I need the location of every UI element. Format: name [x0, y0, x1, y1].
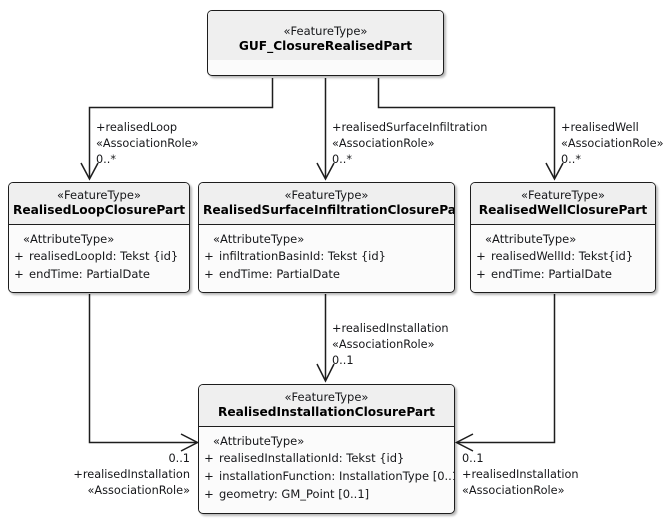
association-role-name: +realisedWell — [561, 121, 639, 134]
attribute-text: endTime: PartialDate — [219, 266, 340, 281]
association-label-realised-installation-left: 0..1 +realisedInstallation «AssociationR… — [0, 451, 190, 499]
association-label-realised-surface-infiltration: +realisedSurfaceInfiltration «Associatio… — [332, 120, 487, 168]
attribute-text: realisedInstallationId: Tekst {id} — [219, 451, 405, 466]
attribute-stereotype: «AttributeType» — [213, 231, 305, 246]
attribute-compartment: «AttributeType» + realisedWellId: Tekst{… — [471, 224, 655, 291]
class-realised-installation-closure-part[interactable]: «FeatureType» RealisedInstallationClosur… — [198, 384, 455, 514]
attribute-row: + installationFunction: InstallationType… — [199, 468, 454, 486]
association-role-name: +realisedInstallation — [73, 468, 190, 482]
attribute-row: + infiltrationBasinId: Tekst {id} — [199, 248, 454, 266]
class-title: RealisedWellClosurePart — [478, 203, 648, 218]
association-label-realised-installation-right: 0..1 +realisedInstallation «AssociationR… — [462, 451, 579, 499]
association-multiplicity: 0..1 — [168, 452, 190, 465]
attribute-text: realisedLoopId: Tekst {id} — [29, 249, 179, 264]
attribute-compartment: «AttributeType» + infiltrationBasinId: T… — [199, 224, 454, 291]
class-stereotype: «FeatureType» — [283, 24, 368, 38]
attribute-stereotype: «AttributeType» — [485, 231, 577, 246]
class-header: «FeatureType» RealisedSurfaceInfiltratio… — [199, 183, 454, 225]
association-multiplicity: 0..* — [96, 153, 117, 167]
association-stereotype: «AssociationRole» — [332, 338, 435, 352]
association-role-name: +realisedInstallation — [332, 322, 449, 335]
attribute-row: + endTime: PartialDate — [9, 266, 189, 284]
visibility-marker: + — [204, 451, 214, 466]
association-multiplicity: 0..1 — [462, 452, 484, 465]
attribute-row: + geometry: GM_Point [0..1] — [199, 486, 454, 504]
association-label-realised-loop: +realisedLoop «AssociationRole» 0..* — [96, 120, 199, 168]
visibility-marker: + — [14, 266, 24, 281]
attribute-stereotype: «AttributeType» — [213, 433, 305, 448]
class-stereotype: «FeatureType» — [284, 188, 369, 202]
class-stereotype: «FeatureType» — [57, 188, 141, 202]
attribute-compartment: «AttributeType» + realisedLoopId: Tekst … — [9, 224, 189, 291]
attribute-text: endTime: PartialDate — [29, 266, 150, 281]
attribute-text: realisedWellId: Tekst{id} — [491, 249, 634, 264]
class-stereotype: «FeatureType» — [521, 188, 605, 202]
class-stereotype: «FeatureType» — [284, 390, 369, 404]
association-label-realised-well: +realisedWell «AssociationRole» 0..* — [561, 120, 664, 168]
attribute-text: geometry: GM_Point [0..1] — [219, 486, 370, 501]
class-header: «FeatureType» RealisedInstallationClosur… — [199, 385, 454, 427]
association-stereotype: «AssociationRole» — [561, 137, 664, 151]
visibility-marker: + — [204, 468, 214, 483]
association-stereotype: «AssociationRole» — [96, 137, 199, 151]
attribute-row: + endTime: PartialDate — [471, 266, 655, 284]
class-realised-well-closure-part[interactable]: «FeatureType» RealisedWellClosurePart «A… — [470, 182, 656, 293]
association-role-name: +realisedInstallation — [462, 468, 579, 482]
class-realised-surface-infiltration-closure-part[interactable]: «FeatureType» RealisedSurfaceInfiltratio… — [198, 182, 455, 293]
class-guf-closure-realised-part[interactable]: «FeatureType» GUF_ClosureRealisedPart — [207, 10, 444, 76]
association-stereotype: «AssociationRole» — [332, 137, 435, 151]
association-label-realised-installation-center: +realisedInstallation «AssociationRole» … — [332, 321, 449, 369]
class-title: RealisedLoopClosurePart — [13, 203, 186, 218]
attribute-text: installationFunction: InstallationType [… — [219, 468, 455, 483]
attribute-stereotype: «AttributeType» — [23, 231, 115, 246]
attribute-text: infiltrationBasinId: Tekst {id} — [219, 249, 386, 264]
association-multiplicity: 0..* — [561, 153, 582, 167]
class-title: RealisedSurfaceInfiltrationClosurePart — [203, 203, 455, 218]
visibility-marker: + — [204, 249, 214, 264]
visibility-marker: + — [476, 266, 486, 281]
visibility-marker: + — [204, 266, 214, 281]
visibility-marker: + — [14, 249, 24, 264]
visibility-marker: + — [204, 486, 214, 501]
class-title: GUF_ClosureRealisedPart — [238, 39, 413, 54]
class-header: «FeatureType» RealisedWellClosurePart — [471, 183, 655, 225]
attribute-compartment: «AttributeType» + realisedInstallationId… — [199, 426, 454, 511]
association-multiplicity: 0..1 — [332, 354, 354, 368]
class-header: «FeatureType» RealisedLoopClosurePart — [9, 183, 189, 225]
class-realised-loop-closure-part[interactable]: «FeatureType» RealisedLoopClosurePart «A… — [8, 182, 190, 293]
association-stereotype: «AssociationRole» — [87, 484, 191, 498]
association-multiplicity: 0..* — [332, 153, 353, 167]
class-title: RealisedInstallationClosurePart — [218, 405, 435, 420]
attribute-row: + realisedWellId: Tekst{id} — [471, 248, 655, 266]
class-header: «FeatureType» GUF_ClosureRealisedPart — [208, 11, 443, 60]
attribute-row: + endTime: PartialDate — [199, 266, 454, 284]
attribute-row: + realisedLoopId: Tekst {id} — [9, 248, 189, 266]
visibility-marker: + — [476, 249, 486, 264]
connector-realised-installation-left — [88, 294, 200, 452]
association-role-name: +realisedSurfaceInfiltration — [332, 121, 488, 134]
attribute-text: endTime: PartialDate — [491, 266, 612, 281]
association-stereotype: «AssociationRole» — [462, 484, 565, 498]
connector-realised-installation-right — [454, 294, 556, 452]
association-role-name: +realisedLoop — [96, 121, 178, 134]
attribute-row: + realisedInstallationId: Tekst {id} — [199, 450, 454, 468]
